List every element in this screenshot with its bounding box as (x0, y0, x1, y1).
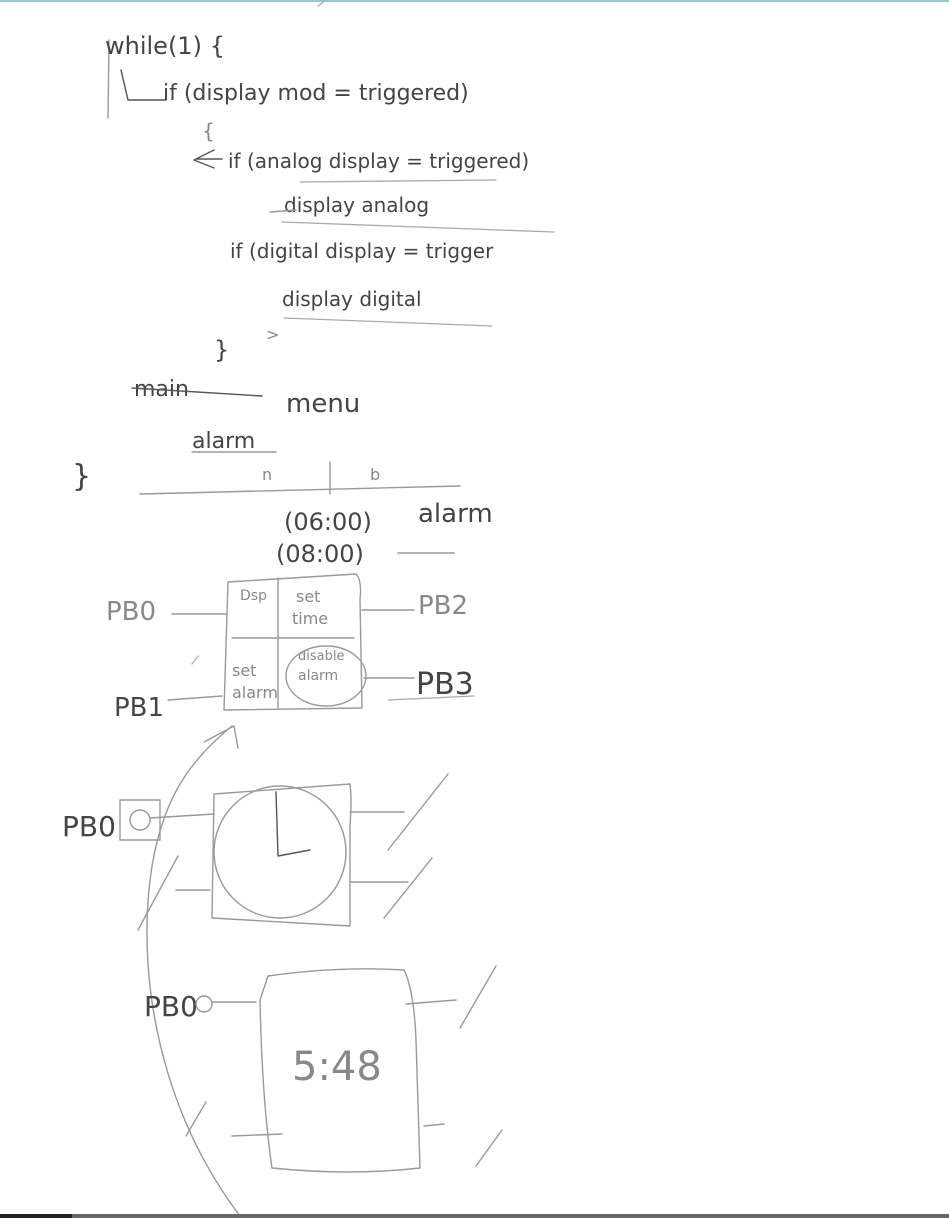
analog-left-connector (137, 855, 211, 931)
analog-clock-hands (275, 791, 311, 857)
small-caret: > (266, 325, 279, 344)
strike-display-analog (269, 209, 297, 213)
underline-display-digital (283, 317, 493, 327)
digital-pb0-label: PB0 (144, 990, 198, 1023)
code-line-display-digital: display digital (282, 287, 422, 311)
analog-clock-face (213, 785, 347, 919)
analog-right-connector-2 (349, 857, 433, 919)
top-tick-mark (317, 0, 327, 7)
curved-arrow-head (203, 725, 239, 749)
menu-cell-disp: Dsp (240, 588, 267, 604)
analog-right-connector-1 (349, 773, 449, 851)
while-block-bar (107, 39, 110, 119)
menu-pb3-underline (387, 695, 475, 701)
strike-through-main (131, 387, 263, 397)
arrow-to-if (120, 69, 167, 101)
analog-pb0-button-circle (129, 809, 151, 831)
alarm-word: alarm (418, 499, 493, 529)
bottom-bar-right (72, 1214, 949, 1218)
menu-box-outline (223, 573, 363, 711)
brace-open-1: { (202, 119, 215, 143)
bottom-bar-left (0, 1214, 72, 1218)
col-a-label: n (262, 465, 272, 484)
menu-pb0-label: PB0 (106, 597, 156, 627)
code-line-while: while(1) { (105, 32, 225, 60)
brace-close-outer: } (214, 336, 229, 364)
menu-pb1-label: PB1 (114, 693, 164, 723)
menu-cell-set-time-1: set (296, 587, 320, 606)
top-border (0, 0, 949, 2)
alarm-table-line (139, 485, 461, 495)
menu-disable-alarm-circle (285, 645, 367, 707)
alarm-time-1: (06:00) (284, 508, 372, 536)
menu-cell-disable-2: alarm (298, 668, 338, 684)
analog-pb0-button (119, 799, 161, 841)
analog-pb0-line (149, 813, 215, 819)
underline-display-analog (281, 221, 555, 233)
analog-pb0-label: PB0 (62, 810, 116, 843)
menu-cell-set-alarm-1: set (232, 661, 256, 680)
digital-right-connector-1 (405, 965, 497, 1029)
menu-cell-disable-1: disable (298, 649, 344, 664)
code-line-digital-if: if (digital display = trigger (230, 239, 494, 263)
menu-pb2-label: PB2 (418, 591, 468, 621)
col-b-label: b (370, 465, 380, 484)
code-line-display-mod: if (display mod = triggered) (163, 81, 469, 106)
curved-arrow (146, 725, 241, 1217)
underline-analog-if (299, 179, 497, 183)
menu-label: menu (286, 389, 360, 419)
menu-pb1-line (167, 695, 223, 701)
menu-cell-set-alarm-2: alarm (232, 683, 278, 702)
digital-clock-frame (259, 968, 421, 1173)
bottom-bar (0, 1214, 949, 1218)
menu-cell-set-time-2: time (292, 609, 328, 628)
digital-right-connector-2 (423, 1123, 503, 1167)
code-line-display-analog: display analog (284, 193, 429, 217)
digital-clock-time: 5:48 (292, 1044, 382, 1090)
arrow-to-analog-if (193, 149, 223, 169)
alarm-heading: alarm (192, 429, 255, 454)
analog-clock-frame (211, 783, 352, 927)
menu-stray-mark (191, 655, 199, 665)
digital-left-connector (185, 1101, 283, 1137)
alarm-time-2: (08:00) (276, 540, 364, 568)
digital-pb0-button (195, 995, 213, 1013)
brace-close-main: } (72, 459, 91, 494)
code-line-analog-if: if (analog display = triggered) (228, 149, 529, 173)
